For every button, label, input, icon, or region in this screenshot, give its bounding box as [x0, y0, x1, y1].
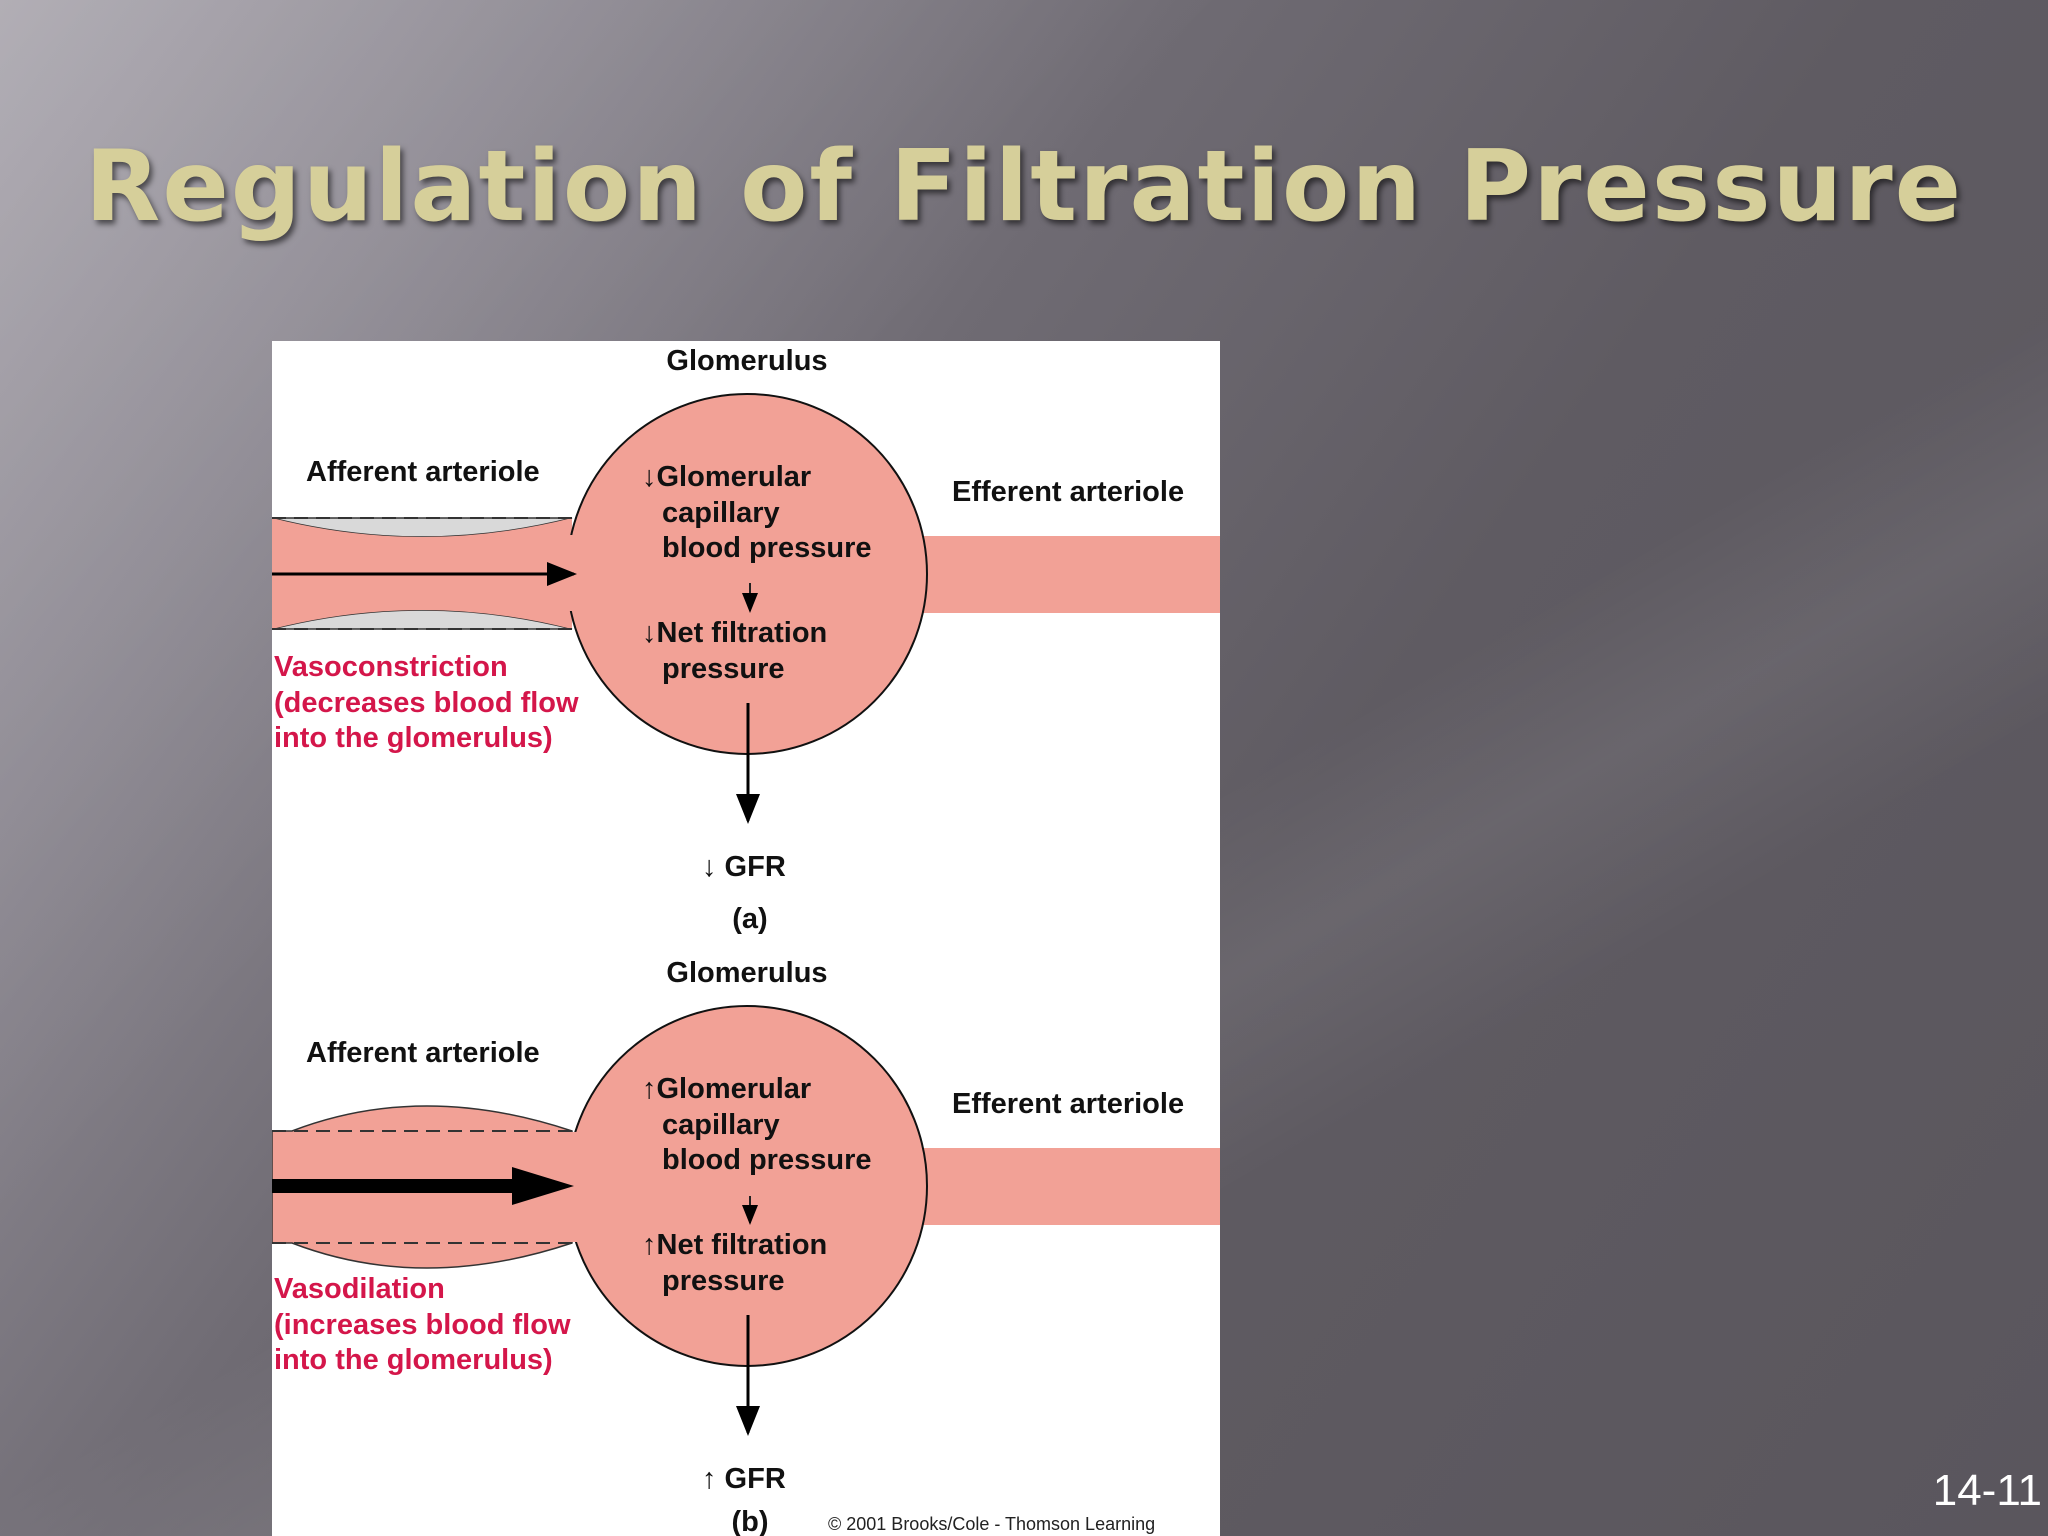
- gfr-label-a: ↓ GFR: [702, 851, 786, 883]
- capillary-pressure-line1-a: ↓Glomerular: [642, 461, 811, 493]
- net-filtration-line1-b: ↑Net filtration: [642, 1229, 827, 1261]
- gfr-label-b: ↑ GFR: [702, 1463, 786, 1495]
- panel-label-b: (b): [731, 1506, 768, 1536]
- capillary-pressure-line2-b: capillary: [662, 1109, 780, 1141]
- vasodilation-line3: into the glomerulus): [274, 1344, 553, 1376]
- efferent-arteriole-vessel-a: [872, 536, 1220, 613]
- slide-title: Regulation of Filtration Pressure: [84, 130, 1964, 244]
- glomerulus-label-b: Glomerulus: [666, 957, 827, 989]
- panel-a: Glomerulus Afferent arteriole Efferent a…: [272, 345, 1220, 935]
- vasoconstriction-line2: (decreases blood flow: [274, 687, 579, 719]
- capillary-pressure-line3-a: blood pressure: [662, 532, 872, 564]
- figure-panel: Glomerulus Afferent arteriole Efferent a…: [272, 341, 1220, 1536]
- copyright-notice: © 2001 Brooks/Cole - Thomson Learning: [828, 1514, 1155, 1534]
- net-filtration-line2-a: pressure: [662, 653, 785, 685]
- vasodilation-line2: (increases blood flow: [274, 1309, 571, 1341]
- capillary-pressure-line1-b: ↑Glomerular: [642, 1073, 811, 1105]
- afferent-label-b: Afferent arteriole: [306, 1037, 540, 1069]
- panel-label-a: (a): [732, 903, 767, 935]
- slide-number: 14-11: [1932, 1466, 2042, 1515]
- glomerulus-diagram: Glomerulus Afferent arteriole Efferent a…: [272, 345, 1220, 1536]
- efferent-label-a: Efferent arteriole: [952, 476, 1184, 508]
- blood-flow-arrowhead-b: [512, 1167, 574, 1205]
- efferent-label-b: Efferent arteriole: [952, 1088, 1184, 1120]
- vasodilation-line1: Vasodilation: [274, 1273, 445, 1305]
- panel-b: Glomerulus Afferent arteriole Efferent a…: [272, 957, 1220, 1536]
- vasoconstriction-line1: Vasoconstriction: [274, 651, 508, 683]
- capillary-pressure-line2-a: capillary: [662, 497, 780, 529]
- net-filtration-line2-b: pressure: [662, 1265, 785, 1297]
- glomerulus-label-a: Glomerulus: [666, 345, 827, 377]
- capillary-pressure-line3-b: blood pressure: [662, 1144, 872, 1176]
- efferent-arteriole-vessel-b: [872, 1148, 1220, 1225]
- net-filtration-line1-a: ↓Net filtration: [642, 617, 827, 649]
- vasoconstriction-line3: into the glomerulus): [274, 722, 553, 754]
- afferent-label-a: Afferent arteriole: [306, 456, 540, 488]
